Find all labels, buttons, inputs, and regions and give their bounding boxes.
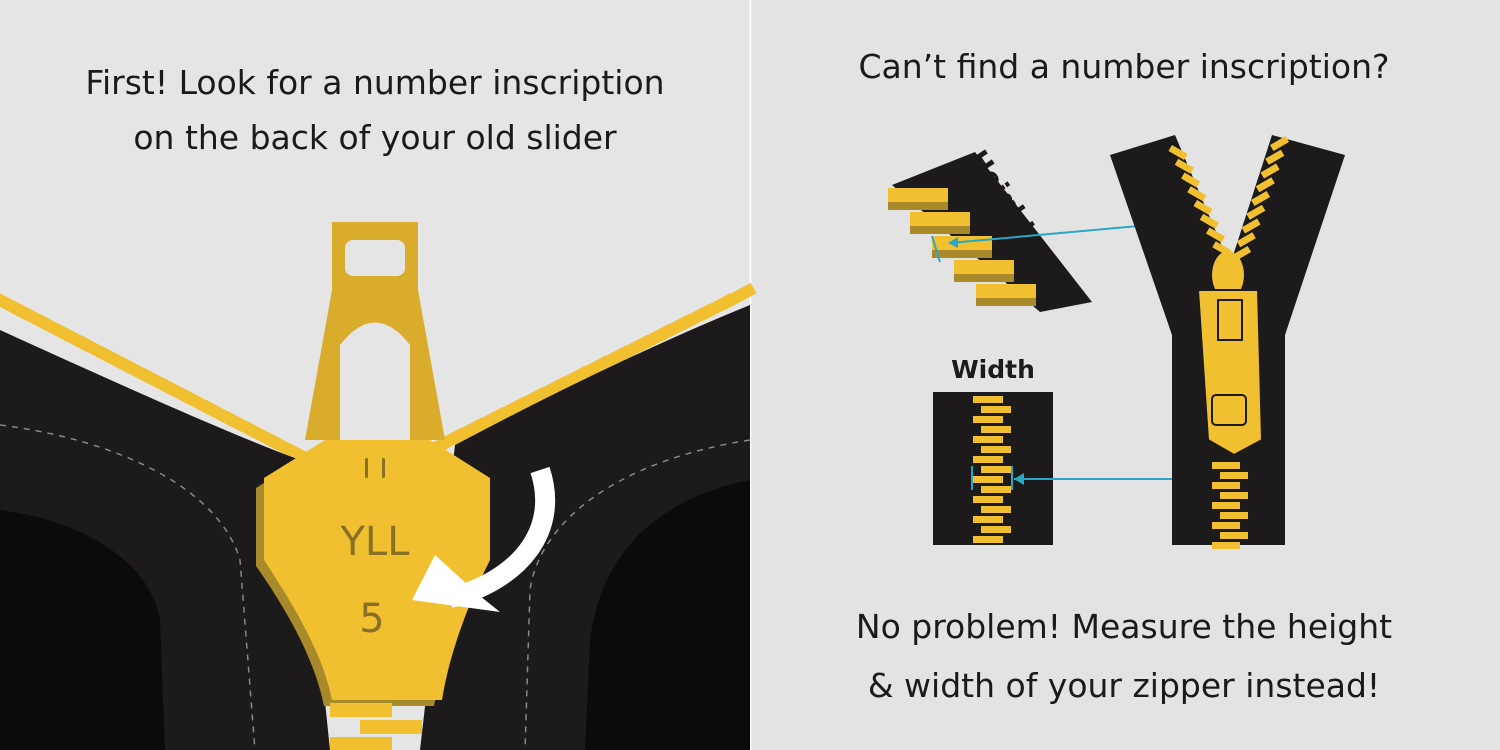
zipper-tooth	[1220, 492, 1248, 499]
zipper-tooth	[932, 236, 992, 250]
zipper-tooth	[973, 496, 1003, 503]
left-stitching	[0, 424, 256, 750]
zipper-tooth	[1212, 502, 1240, 509]
right-footer-line2: & width of your zipper instead!	[868, 666, 1380, 705]
right-tape-lining	[585, 480, 750, 750]
zipper-tooth	[981, 446, 1011, 453]
zipper-tooth	[973, 476, 1003, 483]
zipper-tooth	[1187, 186, 1207, 202]
zipper-tooth	[981, 486, 1011, 493]
zipper-tooth	[973, 436, 1003, 443]
zipper-tooth	[910, 212, 970, 226]
zipper-tooth	[1260, 163, 1280, 179]
zipper-tooth	[1270, 136, 1290, 152]
zipper-tooth	[1220, 512, 1248, 519]
zipper-tooth	[1199, 213, 1219, 229]
left-caption-line1: First! Look for a number inscription	[85, 63, 664, 102]
width-diagram-teeth	[973, 396, 1011, 543]
zipper-tooth	[1251, 191, 1271, 207]
left-caption-line2: on the back of your old slider	[133, 118, 617, 157]
zipper-tooth	[1212, 482, 1240, 489]
zipper-tooth	[981, 466, 1011, 473]
slider-notch	[365, 458, 368, 478]
zipper-tooth	[1220, 472, 1248, 479]
zipper-tooth	[1246, 204, 1266, 220]
right-footer-line1: No problem! Measure the height	[856, 607, 1392, 646]
zipper-tooth	[1174, 158, 1194, 174]
zipper-tooth	[1212, 462, 1240, 469]
zipper-tooth	[330, 737, 392, 750]
right-title: Can’t find a number inscription?	[858, 47, 1389, 86]
zipper-tooth	[330, 703, 392, 717]
zipper-tooth	[1212, 542, 1240, 549]
zipper-tooth	[981, 426, 1011, 433]
zipper-tooth	[360, 720, 422, 734]
height-measure-mark	[931, 235, 941, 263]
pointer-arrow-shaft	[447, 466, 556, 608]
slider-number: 5	[359, 596, 384, 642]
slider-window	[1211, 394, 1247, 426]
zipper-tooth	[1181, 172, 1201, 188]
zipper-tooth	[981, 526, 1011, 533]
pointer-arrow-head	[412, 555, 500, 612]
width-label: Width	[951, 355, 1035, 384]
zipper-tooth	[1193, 200, 1213, 216]
zipper-tooth	[973, 536, 1003, 543]
zipper-tooth	[973, 516, 1003, 523]
right-panel-background	[751, 0, 1500, 750]
zipper-tooth	[1241, 218, 1261, 234]
pull-tab-hole	[345, 240, 405, 276]
zipper-tooth	[976, 284, 1036, 298]
zipper-tooth	[981, 506, 1011, 513]
right-stitching	[524, 439, 751, 750]
zipper-tooth	[981, 406, 1011, 413]
zipper-tooth	[1212, 522, 1240, 529]
left-zipper-teeth	[0, 282, 757, 471]
zipper-tooth	[973, 396, 1003, 403]
zipper-tooth	[1168, 145, 1188, 161]
zipper-tooth	[954, 260, 1014, 274]
slider-slot	[1217, 299, 1243, 341]
slider-marking: YLL	[339, 519, 410, 565]
open-zipper-slider	[1196, 289, 1264, 457]
height-diagram-teeth	[888, 188, 1036, 306]
zipper-tooth	[1255, 177, 1275, 193]
slider-notch	[382, 458, 385, 478]
slider-body	[264, 440, 490, 700]
pull-tab-slot	[340, 322, 410, 440]
open-zipper-pull	[1212, 251, 1244, 299]
left-tape-lining	[0, 510, 165, 750]
zipper-tooth	[973, 456, 1003, 463]
zipper-tooth	[1236, 232, 1256, 248]
zipper-tooth	[1265, 149, 1285, 165]
zipper-tooth	[973, 416, 1003, 423]
zipper-tooth	[888, 188, 948, 202]
zipper-tooth	[1220, 532, 1248, 539]
zipper-tooth	[1206, 227, 1226, 243]
